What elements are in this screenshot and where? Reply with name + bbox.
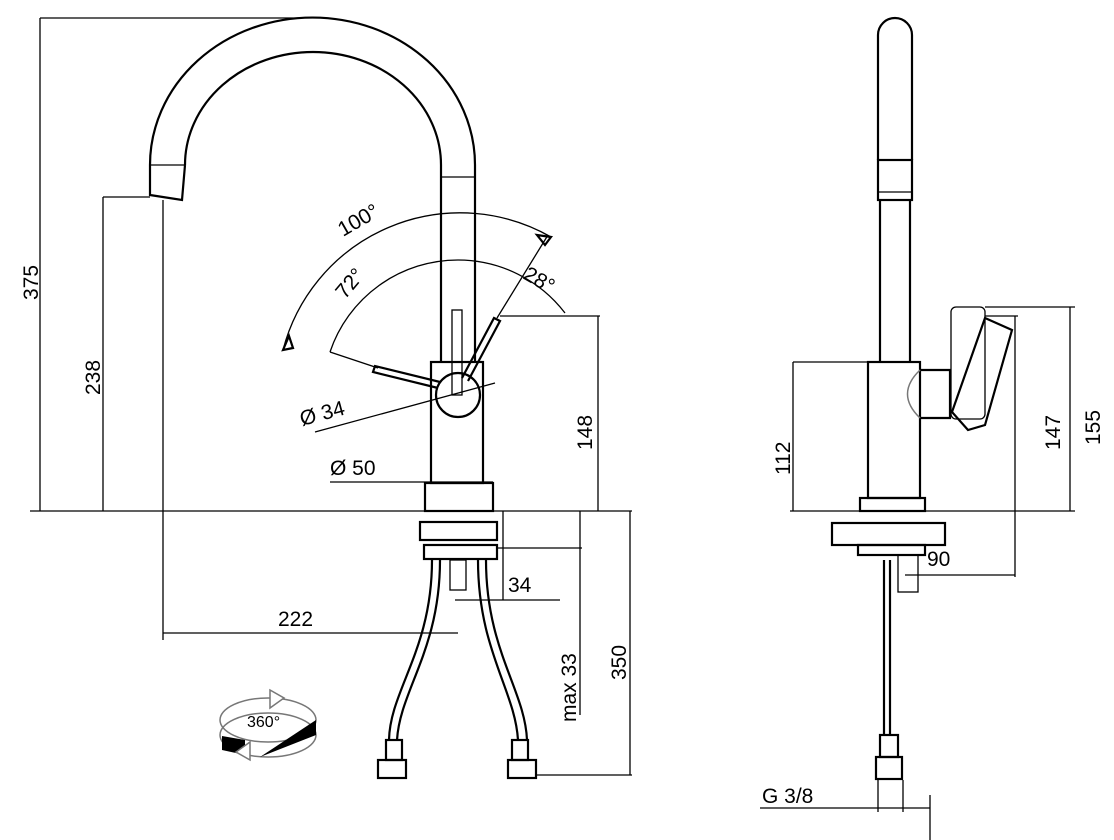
- arc-72-28: [329, 259, 566, 353]
- spout-side-tip: [876, 158, 914, 202]
- mounting-plate: [418, 520, 499, 542]
- spout-tip: [148, 164, 187, 202]
- hose-fitting-side: [874, 755, 904, 781]
- body-collar: [423, 481, 495, 513]
- hose-nut-left: [384, 738, 404, 762]
- hose-fitting-left: [376, 758, 408, 780]
- mounting-stud: [449, 559, 467, 591]
- angle-72: 72°: [331, 264, 369, 303]
- dim-350: 350: [608, 645, 631, 680]
- mounting-nut: [422, 543, 499, 561]
- angle-28: 28°: [520, 262, 559, 298]
- rotation-360-icon: 360°: [219, 688, 317, 762]
- spout-outer: [148, 16, 477, 362]
- dim-d50: Ø 50: [330, 457, 376, 480]
- dim-238: 238: [82, 360, 105, 395]
- front-view: 375 238 Ø 50 Ø 34 100° 72° 28°: [20, 16, 632, 780]
- lever-center-position: [451, 309, 463, 396]
- dim-90: 90: [927, 548, 950, 571]
- dim-147: 147: [1042, 415, 1065, 450]
- extension-line: [329, 351, 379, 369]
- mounting-nut-side: [856, 543, 927, 557]
- body-side: [866, 360, 922, 500]
- lever-right-position: [461, 316, 502, 382]
- dim-g38: G 3/8: [762, 785, 813, 808]
- hose-nut-side: [878, 733, 900, 759]
- side-view: 112 147 155 90 G 3/8: [760, 16, 1105, 840]
- extension-line: [496, 234, 549, 319]
- handle-lever-side: [950, 316, 1014, 432]
- dim-148: 148: [574, 415, 597, 450]
- handle-neck: [920, 368, 952, 420]
- lever-left-position: [371, 364, 441, 390]
- spout-side-top: [876, 16, 914, 160]
- dim-375: 375: [20, 265, 43, 300]
- lever-hub: [434, 371, 482, 419]
- dim-line-d34: [314, 382, 496, 433]
- arc-100: [282, 212, 552, 351]
- hose-left: [387, 559, 442, 741]
- hose-fitting-right: [506, 758, 538, 780]
- dim-max33: max 33: [558, 653, 581, 722]
- collar-side: [858, 496, 927, 513]
- arc-arrows: [281, 233, 553, 352]
- dim-112: 112: [772, 442, 795, 475]
- hose-side: [882, 560, 892, 735]
- dim-155: 155: [1082, 410, 1105, 445]
- spout-inner: [183, 50, 443, 362]
- angle-100: 100°: [334, 200, 383, 242]
- spout-side-pipe: [878, 200, 912, 362]
- mounting-plate-side: [830, 521, 947, 547]
- hose-right: [476, 559, 529, 741]
- handle-neck-curve: [906, 369, 921, 419]
- dim-222: 222: [278, 608, 313, 631]
- rotation-label: 360°: [247, 714, 280, 731]
- mounting-stud-side: [897, 554, 919, 593]
- handle-side: [950, 306, 986, 420]
- dim-34: 34: [508, 574, 532, 597]
- hose-nut-right: [510, 738, 530, 762]
